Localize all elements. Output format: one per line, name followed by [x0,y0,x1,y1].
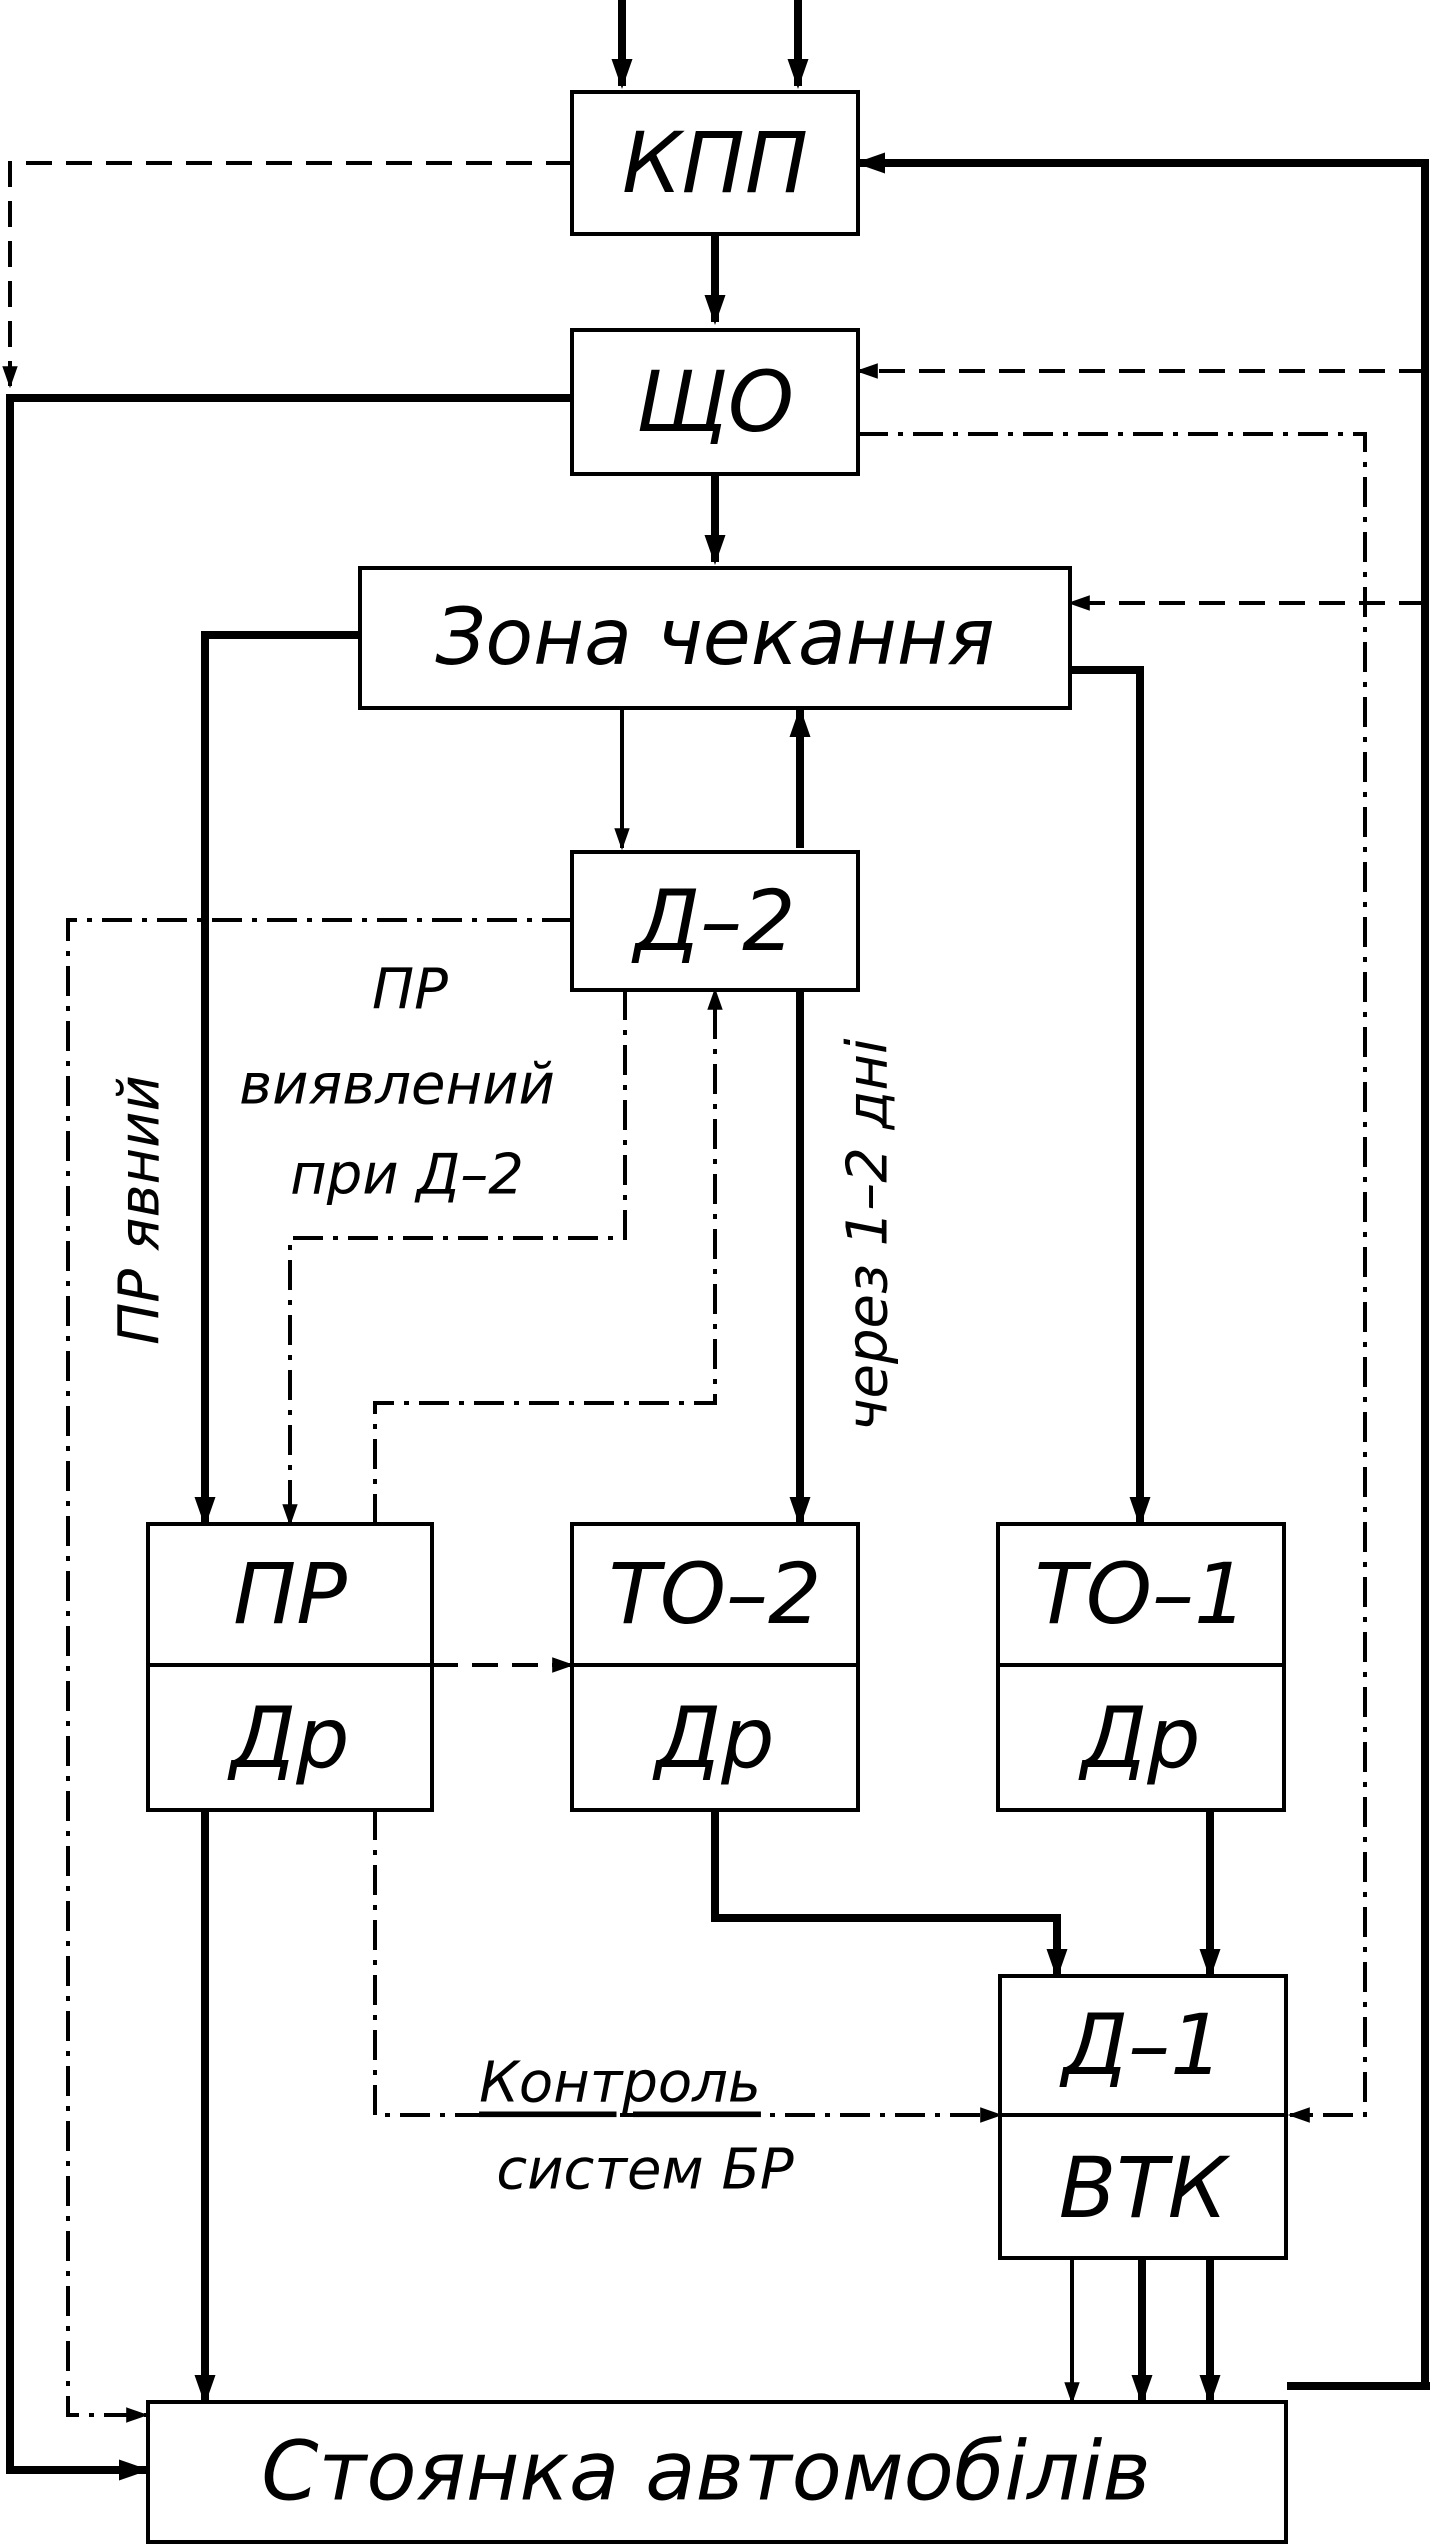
block-zona-chekannya: Зона чекання [358,566,1072,710]
pr-dr-label: Др [227,1689,350,1787]
zona-to-to1-line [1070,666,1151,1527]
block-pr: ПР Др [146,1522,434,1812]
block-to2: ТО–2 Др [570,1522,860,1812]
note-cherez: через 1–2 дні [836,1038,901,1432]
to2-dr-label: Др [652,1689,775,1787]
note-pr-vyyavl-2: виявлений [239,1053,555,1118]
d1-label: Д–1 [1058,1996,1223,2094]
to1-label: ТО–1 [1035,1545,1248,1643]
stoyanka-to-kpp-line [855,152,1430,2390]
note-kontrol-2: систем БР [496,2138,794,2203]
d2-dashed-to-pr [282,990,627,1527]
kpp-dashed-left [2,161,572,389]
note-pr-vyyavl-3: при Д–2 [290,1143,524,1208]
to1-dr-label: Др [1078,1689,1201,1787]
note-kontrol-1: Контроль [479,2051,761,2116]
to2-label: ТО–2 [609,1545,822,1643]
to2-to-d1-line [711,1810,1068,1979]
pr-label: ПР [233,1545,347,1643]
connectors [2,0,1430,2481]
block-stoyanka: Стоянка автомобілів [146,2400,1288,2544]
vtk-label: ВТК [1059,2139,1231,2237]
kpp-label: КПП [622,114,808,212]
block-d2: Д–2 [570,850,860,992]
stoyanka-label: Стоянка автомобілів [261,2425,1150,2520]
d2-dashdot-to-stoyanka [66,918,572,2423]
block-kpp: КПП [570,90,860,236]
note-pr-vyyavl-1: ПР [372,958,448,1023]
block-d1-vtk: Д–1 ВТК [998,1974,1288,2260]
zona-label: Зона чекання [435,593,994,683]
shcho-dashdot-to-d1 [858,432,1367,2123]
pr-dashdot-to-d1 [373,1810,1003,2123]
note-pr-yavnyi: ПР явний [108,1075,173,1345]
zona-to-pr-line [194,631,360,1527]
shcho-label: ЩО [636,353,794,451]
pr-dashdot-to-d2 [373,987,723,1524]
block-to1: ТО–1 Др [996,1522,1286,1812]
d2-label: Д–2 [630,872,795,970]
shcho-to-stoyanka-line [6,394,572,2481]
block-shcho: ЩО [570,328,860,476]
